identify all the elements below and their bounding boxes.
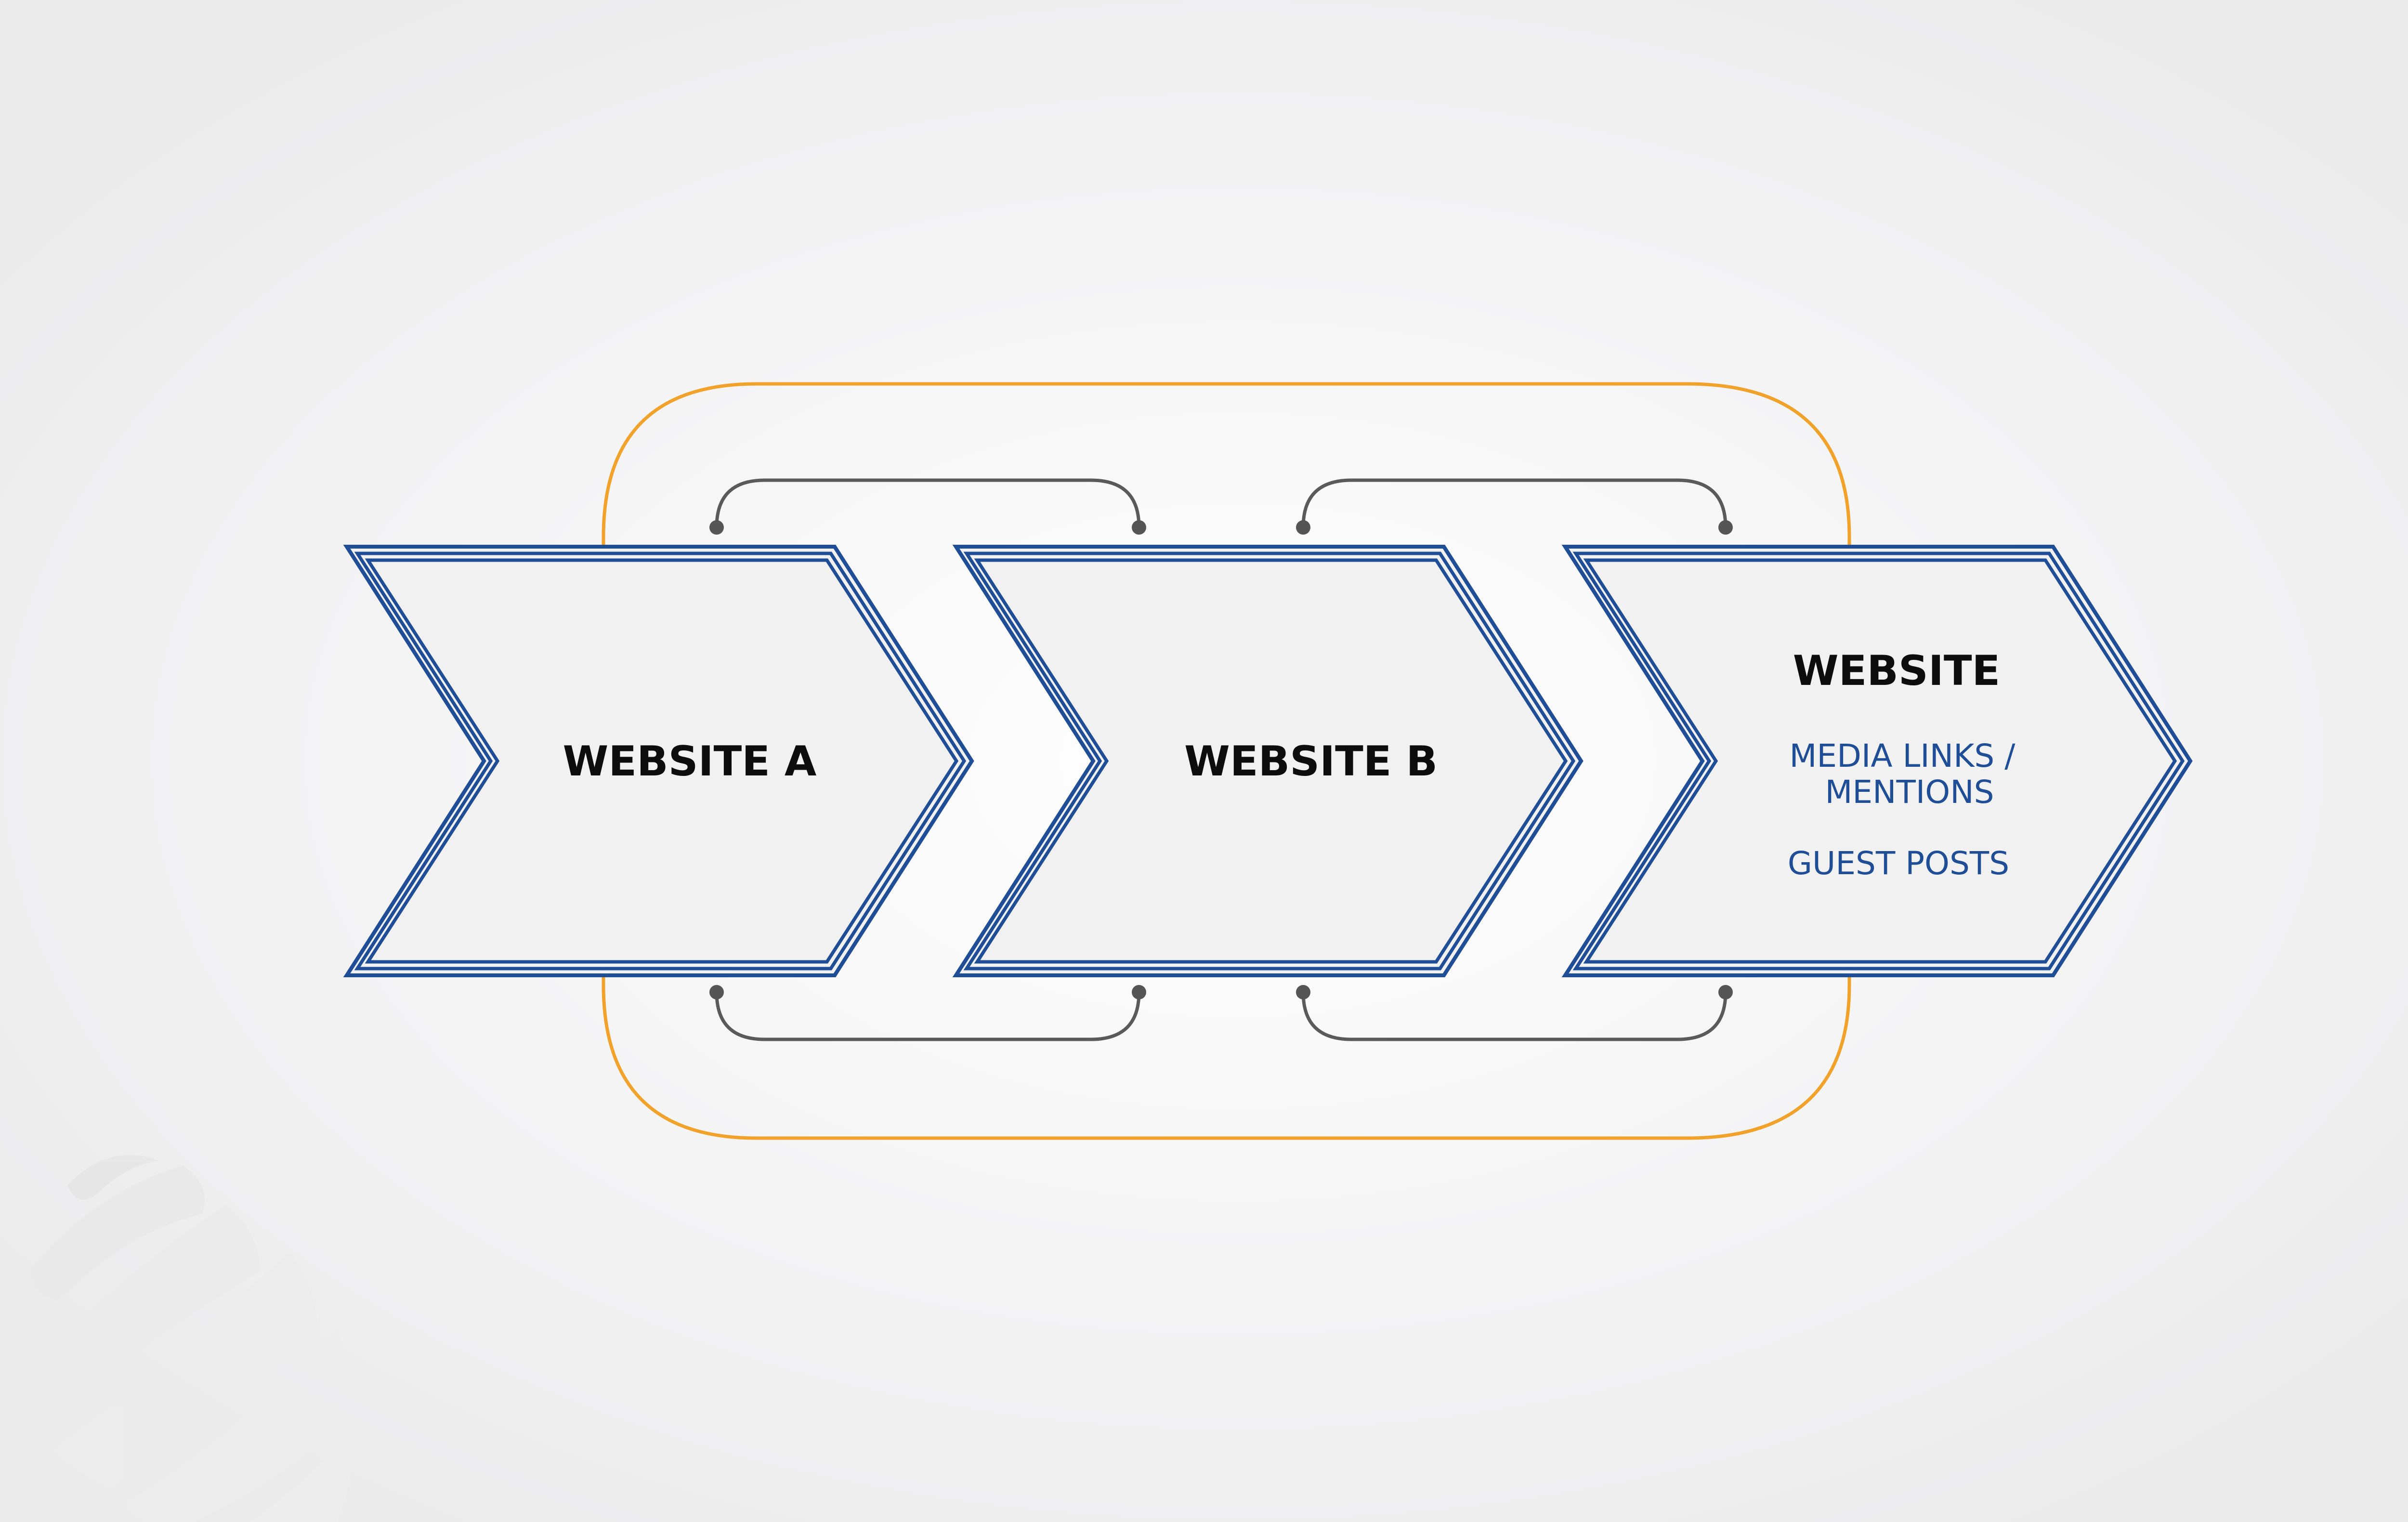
website-b-title: WEBSITE B [1184,737,1438,786]
chevron-website [1561,545,2193,977]
website-a-title: WEBSITE A [563,737,816,786]
guest-posts-label: GUEST POSTS [1788,845,2009,882]
globe-watermark-icon [29,1155,353,1522]
connector-bottom-b-website [1296,985,1733,1041]
media-links-label: MEDIA LINKS / [1789,737,2015,774]
mentions-label: MENTIONS [1825,774,1994,811]
chevron-website-b [952,545,1584,977]
website-title: WEBSITE [1793,647,2001,695]
loop-connector [602,382,1851,1140]
connector-bottom-a-b [709,985,1146,1041]
chevron-website-a [343,545,974,977]
connector-top-a-b [709,478,1146,535]
connector-top-b-website [1296,478,1733,535]
